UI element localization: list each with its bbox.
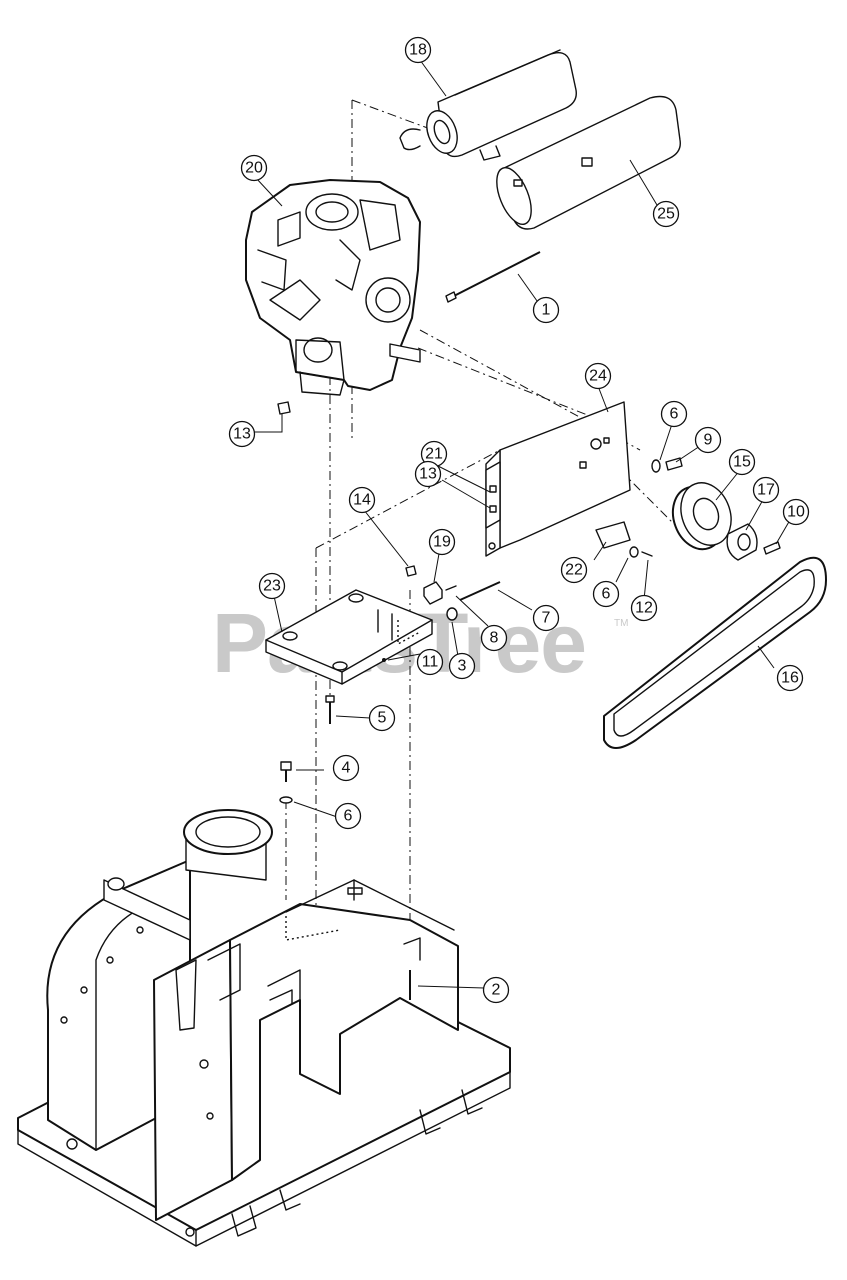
- callout-8: 8: [480, 624, 508, 652]
- callout-2: 2: [482, 976, 510, 1004]
- svg-text:6: 6: [344, 808, 353, 825]
- callout-1: 1: [532, 296, 560, 324]
- leader-lines: [254, 59, 791, 989]
- callout-10: 10: [782, 498, 810, 526]
- washer-bolt: [651, 457, 683, 473]
- chipper-frame: [17, 809, 511, 1247]
- callout-9: 9: [694, 426, 722, 454]
- svg-text:6: 6: [602, 586, 611, 603]
- muffler-guard: [496, 95, 681, 230]
- callout-22: 22: [560, 556, 588, 584]
- callout-13-engine: 13: [228, 420, 256, 448]
- svg-text:22: 22: [565, 562, 583, 579]
- svg-text:11: 11: [422, 654, 439, 671]
- svg-text:19: 19: [433, 534, 451, 551]
- callout-6-mid: 6: [592, 580, 620, 608]
- callout-23: 23: [258, 572, 286, 600]
- svg-text:12: 12: [635, 600, 653, 617]
- svg-text:3: 3: [458, 658, 467, 675]
- svg-text:7: 7: [542, 610, 551, 627]
- callout-25: 25: [652, 200, 680, 228]
- svg-text:13: 13: [419, 466, 437, 483]
- callout-19: 19: [428, 528, 456, 556]
- callout-3: 3: [448, 652, 476, 680]
- washer-3: [382, 585, 458, 662]
- callout-16: 16: [776, 664, 804, 692]
- callout-20: 20: [240, 154, 268, 182]
- svg-text:20: 20: [245, 160, 263, 177]
- bracket-small: [485, 461, 501, 529]
- svg-text:2: 2: [492, 982, 501, 999]
- callout-11: 11: [416, 648, 444, 676]
- nut-13-left: [277, 401, 291, 415]
- callout-13-bracket: 13: [414, 460, 442, 488]
- svg-text:16: 16: [781, 670, 799, 687]
- fasteners-left: [279, 565, 417, 804]
- svg-text:24: 24: [589, 368, 607, 385]
- callout-4: 4: [332, 754, 360, 782]
- callout-24: 24: [584, 362, 612, 390]
- svg-text:13: 13: [233, 426, 251, 443]
- mount-plate: [265, 589, 433, 685]
- callout-7: 7: [532, 604, 560, 632]
- svg-text:5: 5: [378, 710, 387, 727]
- svg-text:17: 17: [757, 482, 775, 499]
- callout-12: 12: [630, 594, 658, 622]
- callout-15: 15: [728, 448, 756, 476]
- svg-text:23: 23: [263, 578, 281, 595]
- muffler: [399, 49, 577, 161]
- svg-text:21: 21: [425, 446, 443, 463]
- watermark-tm: TM: [614, 618, 628, 629]
- svg-text:25: 25: [657, 206, 675, 223]
- callout-17: 17: [752, 476, 780, 504]
- svg-text:1: 1: [542, 302, 551, 319]
- callout-18: 18: [404, 36, 432, 64]
- callout-14: 14: [348, 486, 376, 514]
- callout-6-bottom: 6: [334, 802, 362, 830]
- pulley: [671, 482, 732, 551]
- hub: [726, 523, 758, 561]
- svg-text:10: 10: [787, 504, 805, 521]
- svg-text:18: 18: [409, 42, 427, 59]
- svg-text:8: 8: [490, 630, 499, 647]
- key: [763, 541, 781, 555]
- svg-text:14: 14: [353, 492, 371, 509]
- long-bolt: [445, 251, 541, 303]
- svg-text:15: 15: [733, 454, 751, 471]
- callout-5: 5: [368, 704, 396, 732]
- callout-6-top: 6: [660, 400, 688, 428]
- bolt-7: [459, 581, 501, 601]
- bracket-22: [595, 521, 653, 558]
- belt: [603, 556, 827, 749]
- block-19: [423, 581, 443, 605]
- engine: [245, 179, 421, 396]
- svg-text:6: 6: [670, 406, 679, 423]
- svg-text:4: 4: [342, 760, 351, 777]
- svg-text:9: 9: [704, 432, 713, 449]
